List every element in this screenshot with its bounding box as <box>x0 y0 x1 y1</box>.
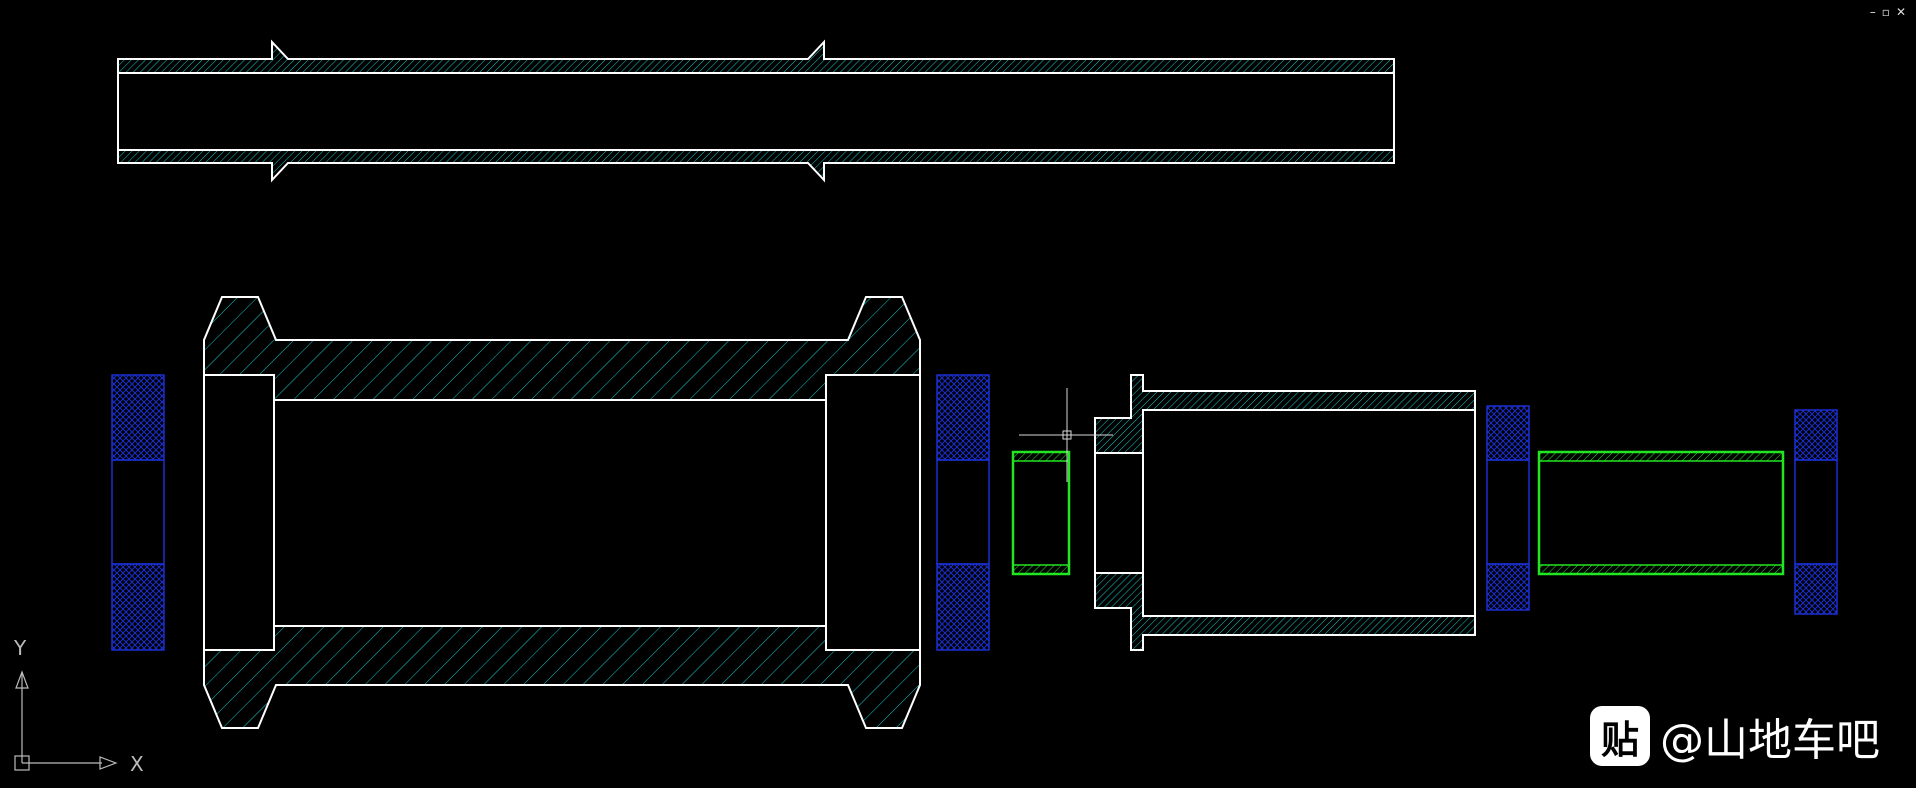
spindle-bottom-wall <box>117 149 1395 183</box>
restore-icon[interactable]: ▫ <box>1881 5 1890 19</box>
bb-right-cup-seat <box>825 374 921 651</box>
right-green-spacer[interactable] <box>1537 450 1785 576</box>
close-icon[interactable]: ✕ <box>1895 5 1906 19</box>
spindle-axle[interactable] <box>117 39 1395 183</box>
bb-shell[interactable] <box>203 296 921 729</box>
bb-shell-bottom-wall <box>203 625 921 729</box>
right-middle-bearing[interactable] <box>1486 405 1530 611</box>
spindle-bore <box>117 72 1395 151</box>
spindle-top-wall <box>117 39 1395 74</box>
bb-left-cup-seat <box>203 374 275 651</box>
ucs-x-label: X <box>130 752 144 776</box>
tieba-logo-glyph: 贴 <box>1600 717 1639 762</box>
crosshair-cursor <box>1019 388 1113 482</box>
sleeve-bore <box>1142 409 1476 617</box>
left-green-spacer[interactable] <box>1011 450 1071 576</box>
window-controls: – ▫ ✕ <box>1870 6 1906 18</box>
sleeve-top-wall <box>1094 374 1476 454</box>
ucs-y-label: Y <box>14 636 27 660</box>
minimize-icon[interactable]: – <box>1869 5 1876 19</box>
ucs-icon <box>14 670 118 771</box>
bb-shell-top-wall <box>203 296 921 401</box>
bb-shell-bore <box>273 399 827 627</box>
right-bearing[interactable] <box>1794 409 1838 615</box>
flanged-sleeve[interactable] <box>1094 374 1476 651</box>
middle-bearing[interactable] <box>936 374 990 651</box>
sleeve-flange-inner <box>1094 452 1144 574</box>
watermark: 贴 @山地车吧 <box>1590 704 1880 768</box>
left-bearing[interactable] <box>111 374 165 651</box>
tieba-logo-icon: 贴 <box>1590 706 1650 766</box>
watermark-text: @山地车吧 <box>1660 715 1880 766</box>
sleeve-bottom-wall <box>1094 572 1476 651</box>
